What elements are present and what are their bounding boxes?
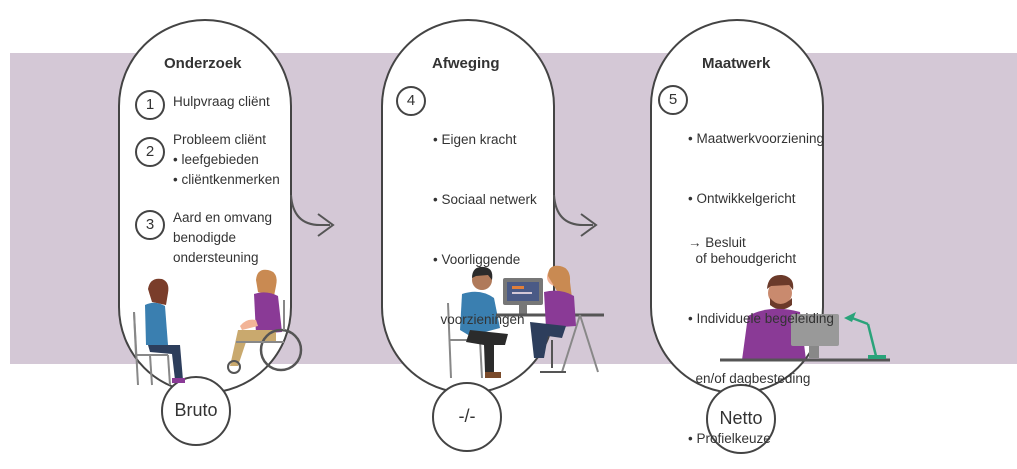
bottom-label-netto: Netto: [719, 408, 763, 428]
step-4-line: voorzieningen: [433, 312, 525, 327]
bottom-circle-bruto: [161, 376, 231, 446]
step-3-line: ondersteuning: [173, 250, 259, 265]
column-title-afweging: Afweging: [432, 55, 500, 72]
person-seated-client: [133, 278, 185, 386]
desk-with-monitor-lamp: [720, 312, 890, 362]
bottom-label-afweging: -/-: [458, 406, 476, 426]
step-3-text: Aard en omvang benodigde ondersteuning: [173, 208, 272, 268]
bottom-circle-afweging: [432, 382, 502, 452]
step-4-line: • Voorliggende: [433, 252, 521, 267]
step-4-line: • Eigen kracht: [433, 132, 517, 147]
step-number-2: 2: [135, 137, 165, 167]
column-title-onderzoek: Onderzoek: [164, 55, 242, 72]
step-5-text: • Maatwerkvoorziening • Ontwikkelgericht…: [688, 89, 834, 469]
bottom-circle-netto: [706, 384, 776, 454]
step-2-line: • cliëntkenmerken: [173, 172, 280, 187]
step-5-line: of behoudgericht: [688, 251, 797, 266]
person-wheelchair-professional: [227, 269, 303, 374]
step-1-text: Hulpvraag cliënt: [173, 92, 270, 112]
step-5-line: • Ontwikkelgericht: [688, 191, 796, 206]
step-2-text: Probleem cliënt • leefgebieden • cliëntk…: [173, 130, 280, 190]
step-4-text: • Eigen kracht • Sociaal netwerk • Voorl…: [433, 90, 537, 350]
person-at-desk-man: [742, 274, 806, 360]
step-5-line: • Individuele begeleiding: [688, 311, 834, 326]
person-seated-woman-desk: [530, 265, 576, 373]
step-2-line: Probleem cliënt: [173, 132, 267, 147]
arrow-connector-1: [290, 194, 335, 237]
step-3-line: benodigde: [173, 230, 237, 245]
column-title-maatwerk: Maatwerk: [702, 55, 771, 72]
arrow-connector-2: [553, 194, 598, 237]
step-4-line: • Sociaal netwerk: [433, 192, 537, 207]
step-number-4: 4: [396, 86, 426, 116]
step-number-1: 1: [135, 90, 165, 120]
person-seated-man: [447, 266, 508, 379]
bottom-label-bruto: Bruto: [174, 400, 218, 420]
step-5-line: • Profielkeuze: [688, 431, 771, 446]
step-3-line: Aard en omvang: [173, 210, 273, 225]
step-number-3: 3: [135, 210, 165, 240]
result-besluit: → Besluit: [688, 235, 746, 250]
step-2-line: • leefgebieden: [173, 152, 259, 167]
step-number-5: 5: [658, 85, 688, 115]
step-5-line: en/of dagbesteding: [688, 371, 811, 386]
step-1-line: Hulpvraag cliënt: [173, 94, 270, 109]
step-5-line: • Maatwerkvoorziening: [688, 131, 825, 146]
